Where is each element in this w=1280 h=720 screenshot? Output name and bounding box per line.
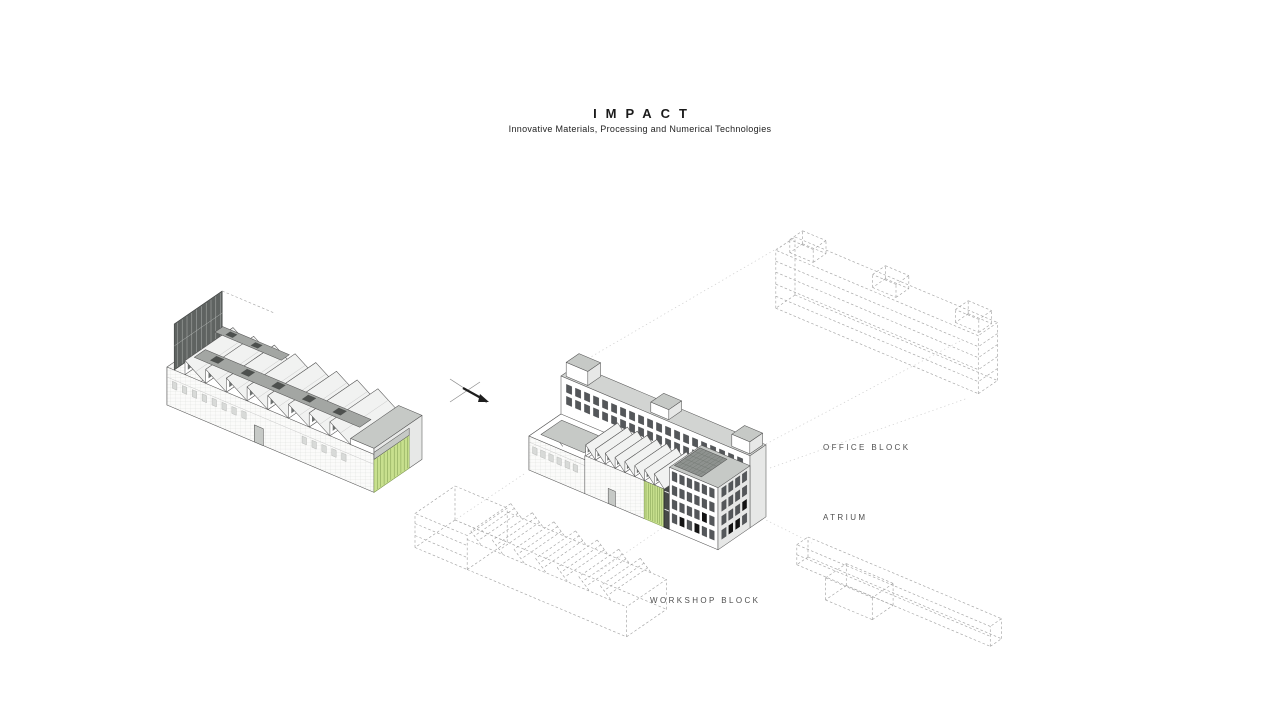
north-arrow-icon xyxy=(449,378,489,404)
workshop-cutaway-axon xyxy=(166,290,423,493)
title-block: IMPACT Innovative Materials, Processing … xyxy=(440,106,840,134)
label-office-block: OFFICE BLOCK xyxy=(823,443,911,452)
page-subtitle: Innovative Materials, Processing and Num… xyxy=(508,124,772,134)
label-atrium: ATRIUM xyxy=(823,513,868,522)
page-title: IMPACT xyxy=(593,106,696,121)
atrium-massing-dashed xyxy=(796,536,1002,647)
main-building-axon xyxy=(528,353,767,551)
workshop-massing-dashed xyxy=(414,485,667,638)
office-block-massing-dashed xyxy=(775,230,998,394)
label-workshop-block: WORKSHOP BLOCK xyxy=(650,596,761,605)
